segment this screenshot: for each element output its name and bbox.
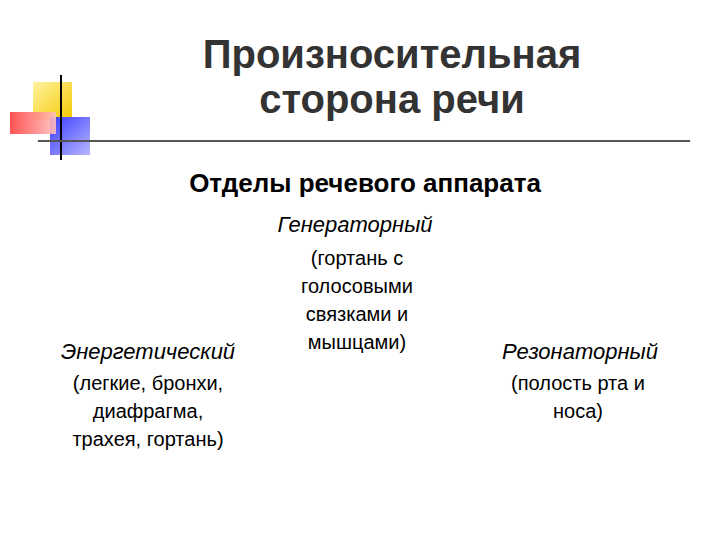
title-rule xyxy=(38,140,690,142)
part-name: Генераторный xyxy=(245,211,465,239)
slide-title: Произносительная сторона речи xyxy=(177,32,607,122)
section-heading: Отделы речевого аппарата xyxy=(55,168,675,198)
part-name: Резонаторный xyxy=(470,338,690,366)
part-name: Энергетический xyxy=(33,338,263,366)
red-bar xyxy=(10,112,56,134)
vertical-rule xyxy=(60,75,62,160)
part-description: (легкие, бронхи, диафрагма, трахея, горт… xyxy=(58,369,238,453)
part-description: (полость рта и носа) xyxy=(498,369,658,425)
part-description: (гортань с голосовыми связками и мышцами… xyxy=(275,244,440,356)
